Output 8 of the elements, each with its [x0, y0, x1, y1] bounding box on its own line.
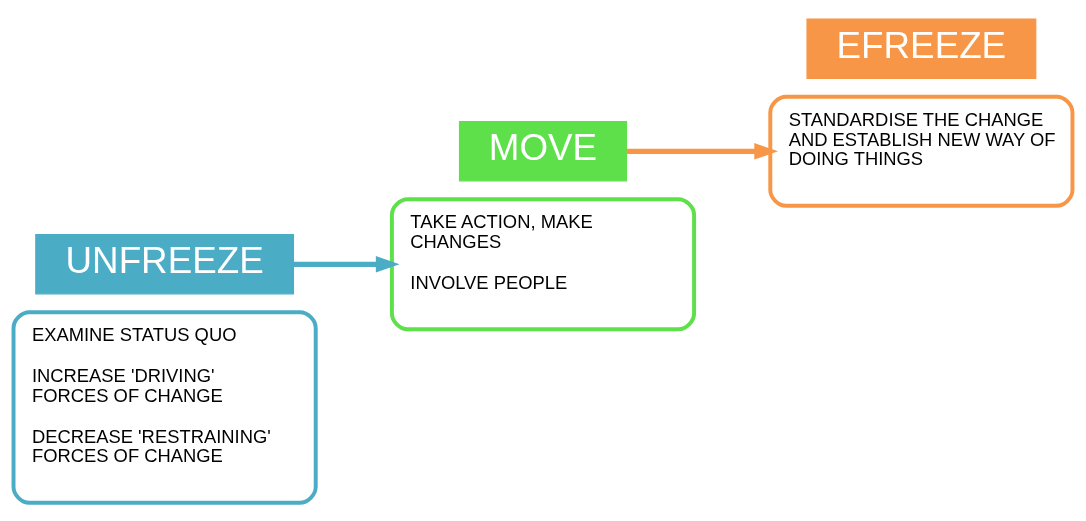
node-box: UNFREEZE	[35, 233, 295, 294]
node-box: EFREEZE	[806, 18, 1037, 79]
node-box: STANDARDISE THE CHANGE AND ESTABLISH NEW WAY OF DOING THINGS	[768, 94, 1075, 208]
arrow	[626, 142, 779, 160]
node-box: MOVE	[458, 120, 628, 181]
arrow	[293, 255, 400, 273]
node-box: EXAMINE STATUS QUO INCREASE 'DRIVING' FORCES OF CHANGE DECREASE 'RESTRAINING' FORCES OF CHANGE	[11, 309, 318, 505]
node-box: TAKE ACTION, MAKE CHANGES INVOLVE PEOPLE	[389, 196, 697, 331]
